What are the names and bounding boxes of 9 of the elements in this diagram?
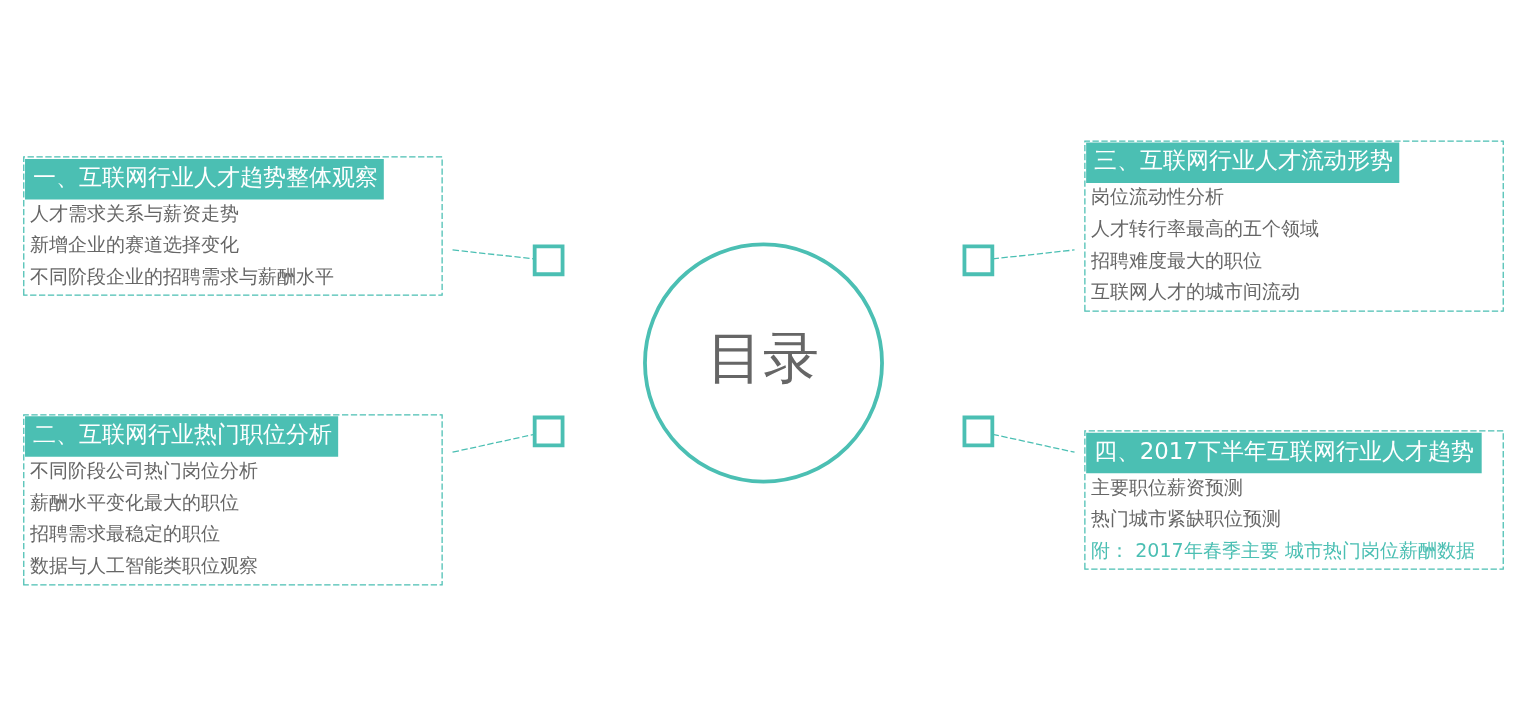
connector (451, 248, 535, 260)
connector (451, 433, 535, 453)
connector (992, 248, 1076, 259)
node-circle: 目录 (643, 242, 884, 483)
node-box (962, 415, 995, 447)
connector (992, 433, 1076, 453)
node-box (532, 415, 565, 447)
node-box (962, 243, 995, 276)
node-box (532, 243, 565, 276)
